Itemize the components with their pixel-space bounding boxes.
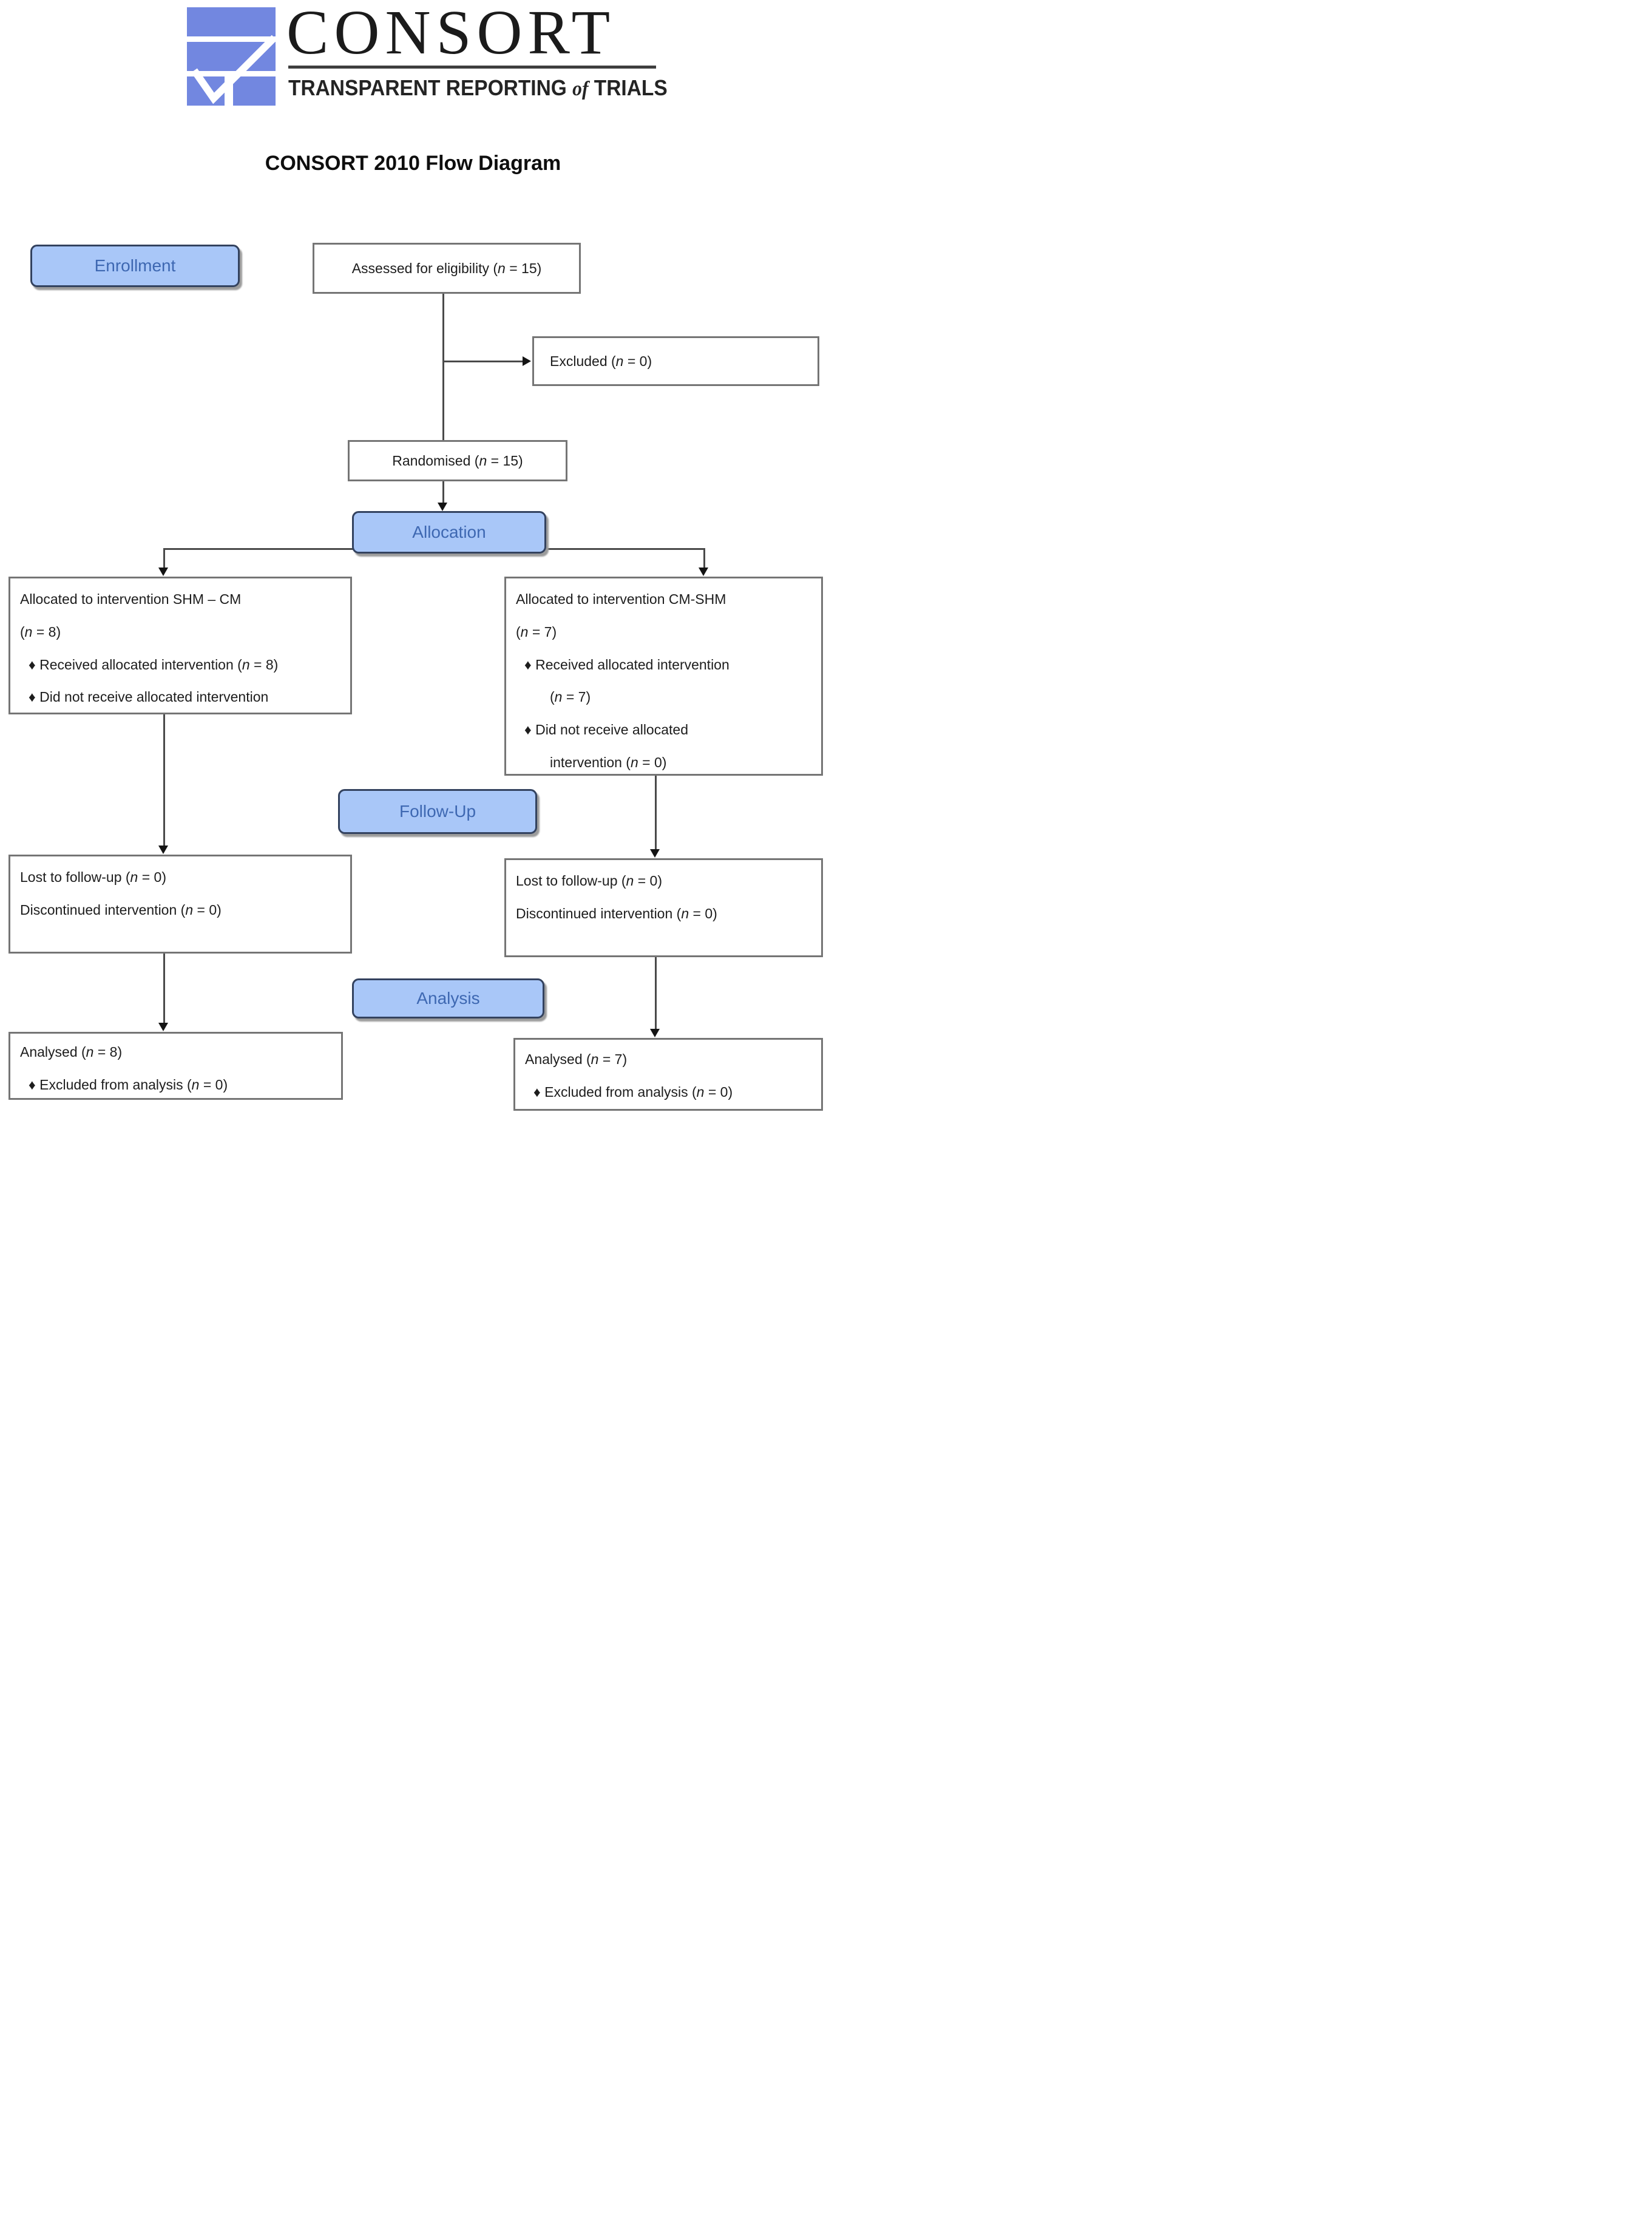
line-to-excluded xyxy=(442,361,523,362)
allocated-right-bullet-received-n: (n = 7) xyxy=(550,689,591,705)
stage-label-enrollment: Enrollment xyxy=(30,245,240,287)
line-branch-left-drop xyxy=(163,548,165,568)
allocated-left-n: (n = 8) xyxy=(20,623,61,640)
arrow-allocated-left xyxy=(158,568,168,576)
allocated-right-n: (n = 7) xyxy=(516,623,557,640)
brand-wordmark: CONSORT xyxy=(286,0,616,67)
allocated-left-bullet-not-received: ♦ Did not receive allocated intervention xyxy=(29,689,269,705)
analysed-left-title: Analysed (n = 8) xyxy=(20,1044,123,1060)
arrow-analysed-right xyxy=(650,1029,660,1037)
followup-right-lost: Lost to follow-up (n = 0) xyxy=(516,873,662,889)
stage-label-allocation: Allocation xyxy=(352,511,546,554)
arrow-followup-right xyxy=(650,849,660,858)
box-analysed-left: Analysed (n = 8) ♦ Excluded from analysi… xyxy=(8,1032,343,1100)
logo-bar-top xyxy=(187,7,276,36)
allocated-right-bullet-received: ♦ Received allocated intervention xyxy=(524,656,730,673)
allocated-left-bullet-received: ♦ Received allocated intervention (n = 8… xyxy=(29,656,279,673)
box-analysed-right: Analysed (n = 7) ♦ Excluded from analysi… xyxy=(513,1038,823,1111)
allocated-left-title: Allocated to intervention SHM – CM xyxy=(20,591,242,607)
box-randomised: Randomised (n = 15) xyxy=(348,440,567,481)
line-right-followup-to-analysed xyxy=(655,957,657,1029)
arrow-analysed-left xyxy=(158,1023,168,1031)
followup-left-discontinued: Discontinued intervention (n = 0) xyxy=(20,901,222,918)
line-left-alloc-to-followup xyxy=(163,714,165,846)
brand-tagline: TRANSPARENT REPORTING of TRIALS xyxy=(288,75,668,100)
arrow-excluded xyxy=(523,356,531,366)
analysed-right-title: Analysed (n = 7) xyxy=(525,1051,628,1067)
box-allocated-right: Allocated to intervention CM-SHM (n = 7)… xyxy=(504,577,823,776)
line-assessed-to-randomised xyxy=(442,293,444,440)
line-branch-right-drop xyxy=(703,548,705,568)
arrow-followup-left xyxy=(158,846,168,854)
box-followup-left: Lost to follow-up (n = 0) Discontinued i… xyxy=(8,855,352,954)
brand-divider xyxy=(288,66,656,69)
line-left-followup-to-analysed xyxy=(163,954,165,1023)
arrow-allocated-right xyxy=(699,568,708,576)
analysed-right-bullet-excluded: ♦ Excluded from analysis (n = 0) xyxy=(533,1083,733,1100)
analysed-left-bullet-excluded: ♦ Excluded from analysis (n = 0) xyxy=(29,1076,228,1093)
allocated-right-title: Allocated to intervention CM-SHM xyxy=(516,591,726,607)
consort-flow-diagram: CONSORT TRANSPARENT REPORTING of TRIALS … xyxy=(0,0,826,1115)
allocated-right-bullet-not-received: ♦ Did not receive allocated xyxy=(524,722,688,737)
box-excluded: Excluded (n = 0) xyxy=(532,336,819,386)
followup-right-discontinued: Discontinued intervention (n = 0) xyxy=(516,905,717,921)
logo-bar-bottom-right xyxy=(233,76,276,106)
box-assessed-for-eligibility: Assessed for eligibility (n = 15) xyxy=(313,243,581,294)
line-randomised-to-allocation xyxy=(442,481,444,503)
stage-label-analysis: Analysis xyxy=(352,978,544,1018)
stage-label-follow-up: Follow-Up xyxy=(338,789,537,834)
box-followup-right: Lost to follow-up (n = 0) Discontinued i… xyxy=(504,858,823,957)
allocated-right-bullet-not-received-n: intervention (n = 0) xyxy=(550,754,667,770)
checkmark-icon xyxy=(191,35,276,104)
line-right-alloc-to-followup xyxy=(655,776,657,850)
arrow-allocation xyxy=(438,503,447,511)
consort-logo-icon xyxy=(187,7,276,106)
page-title: CONSORT 2010 Flow Diagram xyxy=(265,152,561,175)
box-allocated-left: Allocated to intervention SHM – CM (n = … xyxy=(8,577,352,714)
followup-left-lost: Lost to follow-up (n = 0) xyxy=(20,869,166,885)
